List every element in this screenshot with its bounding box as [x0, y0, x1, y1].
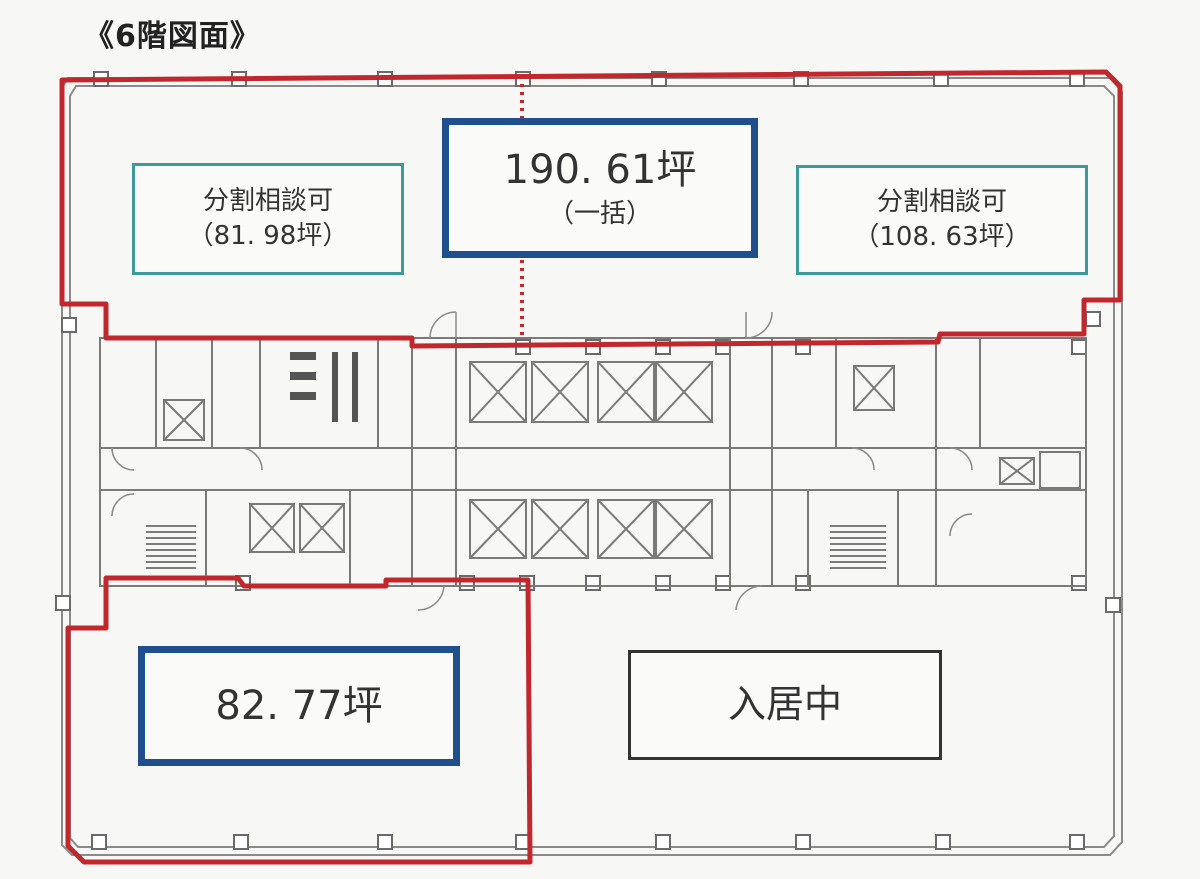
- north-east-label: 分割相談可: [876, 186, 1007, 217]
- stairs: [146, 525, 886, 569]
- door-swings: [111, 311, 973, 611]
- occupied-status: 入居中: [727, 682, 842, 727]
- north-east-area: （108. 63坪）: [853, 222, 1031, 252]
- restroom-partitions: [290, 352, 358, 422]
- north-east-unit-box: 分割相談可 （108. 63坪）: [796, 165, 1088, 275]
- plan-title: 《6階図面》: [84, 19, 261, 54]
- north-west-label: 分割相談可: [202, 185, 333, 216]
- north-west-unit-box: 分割相談可 （81. 98坪）: [132, 163, 404, 275]
- south-west-unit-box: 82. 77坪: [138, 646, 460, 766]
- north-total-unit-box: 190. 61坪 （一括）: [442, 118, 758, 258]
- south-west-area: 82. 77坪: [215, 683, 383, 729]
- south-east-occupied-box: 入居中: [628, 650, 942, 760]
- north-total-note: （一括）: [547, 199, 652, 230]
- core-area: [99, 337, 1087, 587]
- north-total-area: 190. 61坪: [503, 147, 697, 194]
- elevators: [163, 361, 1035, 559]
- available-area-outline: [59, 69, 1123, 865]
- north-west-area: （81. 98坪）: [187, 221, 349, 251]
